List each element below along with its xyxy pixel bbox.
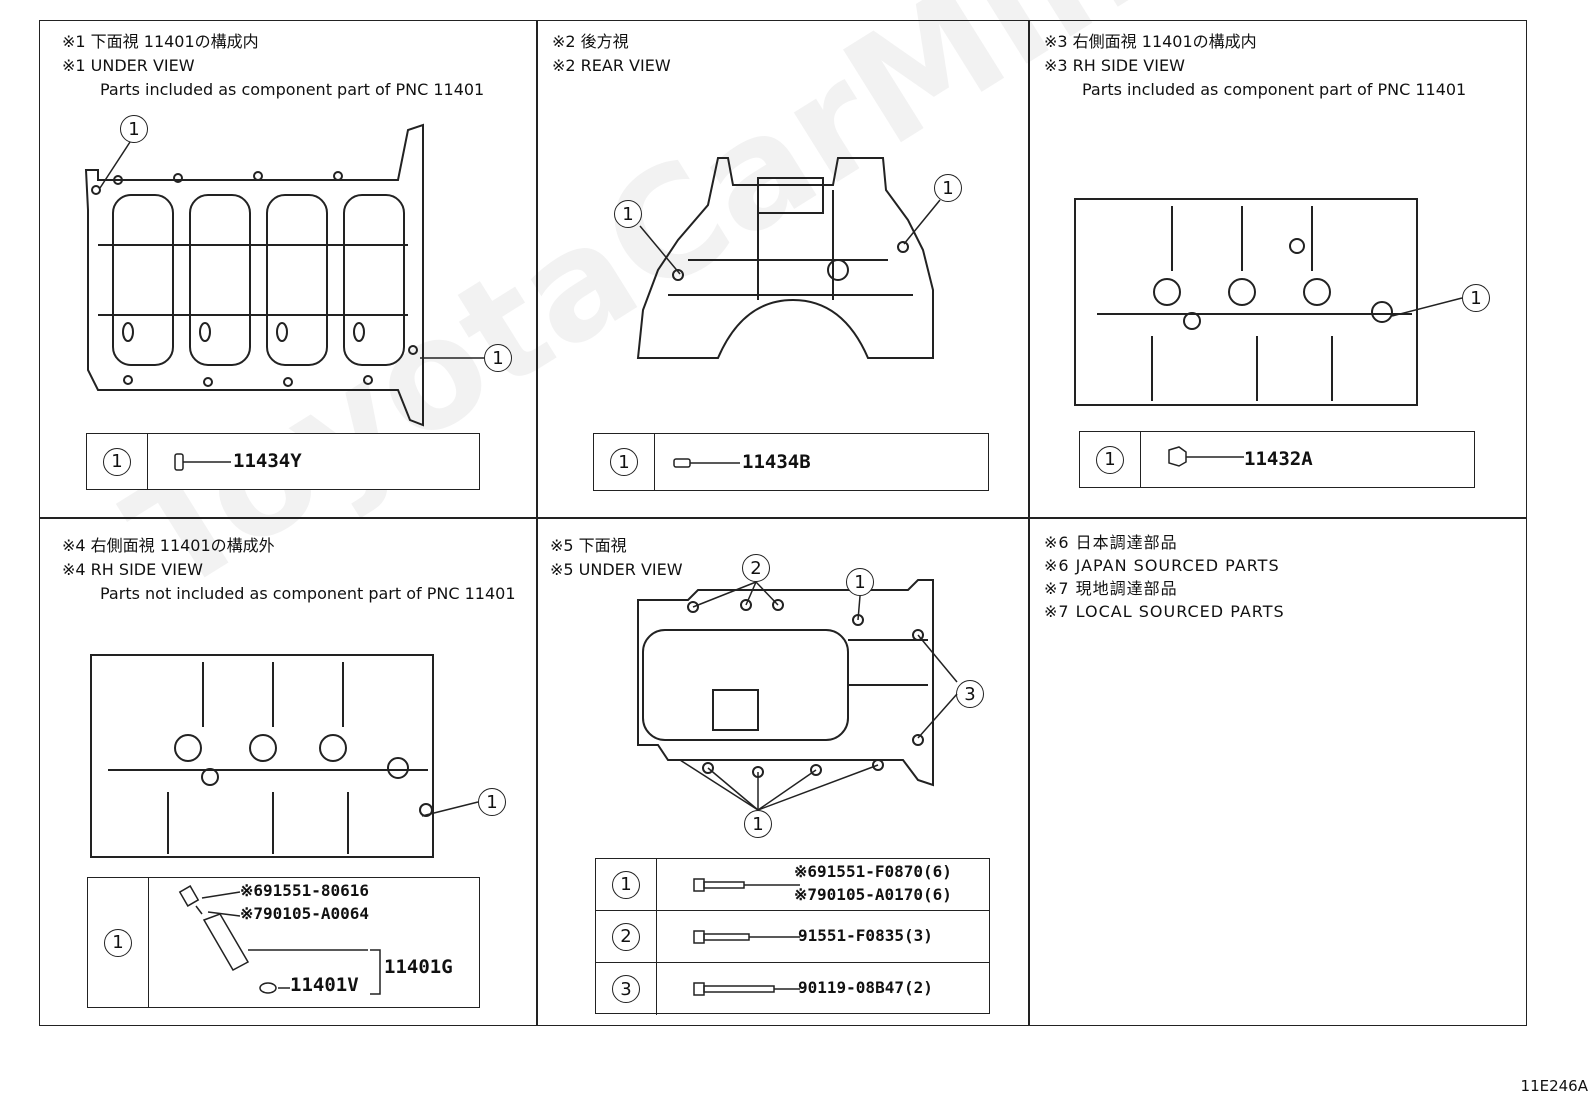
- callout-1: 1: [934, 174, 962, 202]
- part-number: ※790105-A0170(6): [794, 885, 952, 904]
- table-key-cell: 1: [594, 434, 655, 490]
- table-row: 2 91551-F0835(3): [596, 911, 989, 963]
- part-number: ※691551-F0870(6): [794, 862, 952, 881]
- note-en: ※7 LOCAL SOURCED PARTS: [1044, 602, 1285, 621]
- panel-title-jp: ※2 後方視: [552, 32, 629, 51]
- leader-line: [1391, 297, 1463, 317]
- part-number: 11434B: [742, 451, 811, 473]
- part-number: 11401V: [290, 974, 359, 996]
- panel-title-en: ※4 RH SIDE VIEW: [62, 560, 203, 579]
- table-key-cell: 2: [596, 911, 657, 962]
- leader-line: [421, 801, 479, 817]
- cylinder-block-rh-side: [90, 654, 434, 858]
- part-number: 11401G: [384, 956, 453, 978]
- table-key-cell: 1: [1080, 432, 1141, 487]
- callout-1: 1: [478, 788, 506, 816]
- divider: [536, 20, 538, 1026]
- panel-title-en: ※2 REAR VIEW: [552, 56, 671, 75]
- panel-title-en: ※5 UNDER VIEW: [550, 560, 683, 579]
- note-jp: ※6 日本調達部品: [1044, 533, 1178, 552]
- panel-title-en: ※3 RH SIDE VIEW: [1044, 56, 1185, 75]
- cylinder-block-rear-view: [636, 157, 934, 359]
- bolt-icon: [693, 982, 800, 996]
- table-key-cell: 3: [596, 963, 657, 1015]
- note-en: ※6 JAPAN SOURCED PARTS: [1044, 556, 1280, 575]
- leader-line: [639, 225, 681, 275]
- oil-jet-assembly-icon: [178, 885, 368, 994]
- callout-1: 1: [120, 115, 148, 143]
- panel-title-en: ※1 UNDER VIEW: [62, 56, 195, 75]
- plug-icon: [1168, 446, 1244, 467]
- callout-1: 1: [1462, 284, 1490, 312]
- callout-1: 1: [744, 810, 772, 838]
- panel-subtitle: Parts included as component part of PNC …: [1082, 80, 1467, 99]
- leader-line: [903, 199, 941, 245]
- table-row: 3 90119-08B47(2): [596, 963, 989, 1015]
- panel-title-jp: ※4 右側面視 11401の構成外: [62, 536, 275, 555]
- callout-1: 1: [846, 568, 874, 596]
- parts-table: 1 ※691551-80616 ※790105-A0064 11401V 114…: [87, 877, 480, 1008]
- parts-table: 1 11434B: [593, 433, 989, 491]
- note-jp: ※7 現地調達部品: [1044, 579, 1178, 598]
- callout-1: 1: [614, 200, 642, 228]
- part-number: ※790105-A0064: [240, 904, 369, 923]
- part-number: 11432A: [1244, 448, 1313, 470]
- bolt-icon: [693, 878, 800, 892]
- leader-lines: [679, 581, 958, 811]
- diagram-frame: [39, 20, 1527, 1026]
- leader-line: [420, 357, 484, 359]
- leader-line: [99, 141, 131, 189]
- panel-subtitle: Parts not included as component part of …: [100, 584, 516, 603]
- part-number: 91551-F0835(3): [798, 926, 933, 945]
- parts-table: 1 11432A: [1079, 431, 1475, 488]
- callout-1: 1: [484, 344, 512, 372]
- panel-title-jp: ※1 下面視 11401の構成内: [62, 32, 259, 51]
- part-number: 11434Y: [233, 450, 302, 472]
- oil-pan-under-view: [637, 579, 934, 787]
- cylinder-block-under-view: [84, 123, 424, 427]
- table-row: 1 ※691551-F0870(6) ※790105-A0170(6): [596, 859, 989, 911]
- bracket-line: [370, 949, 381, 995]
- cylinder-block-rh-side: [1074, 198, 1418, 406]
- callout-2: 2: [742, 554, 770, 582]
- table-key-cell: 1: [87, 434, 148, 489]
- dowel-pin-icon: [673, 458, 740, 468]
- part-number: 90119-08B47(2): [798, 978, 933, 997]
- parts-table: 1 ※691551-F0870(6) ※790105-A0170(6) 2 91…: [595, 858, 990, 1015]
- parts-table: 1 11434Y: [86, 433, 480, 490]
- divider: [1028, 20, 1030, 1026]
- table-key-cell: 1: [88, 878, 149, 1007]
- figure-code: 11E246A: [1520, 1077, 1588, 1095]
- panel-title-jp: ※5 下面視: [550, 536, 627, 555]
- table-key-cell: 1: [596, 859, 657, 910]
- panel-title-jp: ※3 右側面視 11401の構成内: [1044, 32, 1257, 51]
- divider: [39, 517, 1527, 519]
- dowel-pin-icon: [174, 453, 231, 471]
- bolt-icon: [693, 930, 800, 944]
- panel-subtitle: Parts included as component part of PNC …: [100, 80, 485, 99]
- part-number: ※691551-80616: [240, 881, 369, 900]
